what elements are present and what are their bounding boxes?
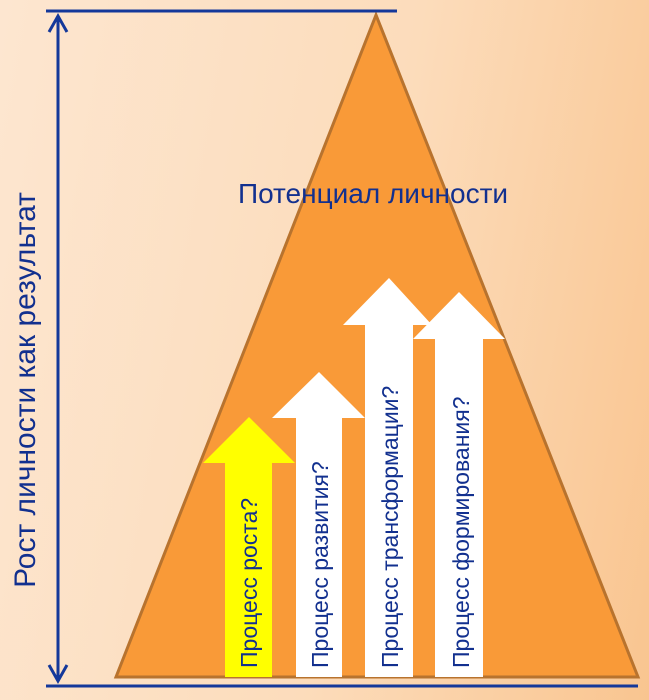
arrow-label: Процесс роста? <box>236 498 262 668</box>
arrow-development: Процесс развития? <box>272 372 365 677</box>
arrow-up-icon <box>203 417 295 677</box>
arrow-label: Процесс развития? <box>307 461 333 668</box>
arrow-formation: Процесс формирования? <box>413 292 505 677</box>
pyramid-label: Потенциал личности <box>238 178 508 209</box>
arrow-growth: Процесс роста? <box>203 417 295 677</box>
double-arrow-icon <box>47 12 69 685</box>
arrow-label: Процесс трансформации? <box>377 386 403 668</box>
arrow-transformation: Процесс трансформации? <box>343 278 432 677</box>
arrow-label: Процесс формирования? <box>448 396 474 668</box>
arrow-up-icon <box>413 292 505 677</box>
axis-label: Рост личности как результат <box>9 192 42 588</box>
arrow-up-icon <box>343 278 432 677</box>
arrow-up-icon <box>272 372 365 677</box>
